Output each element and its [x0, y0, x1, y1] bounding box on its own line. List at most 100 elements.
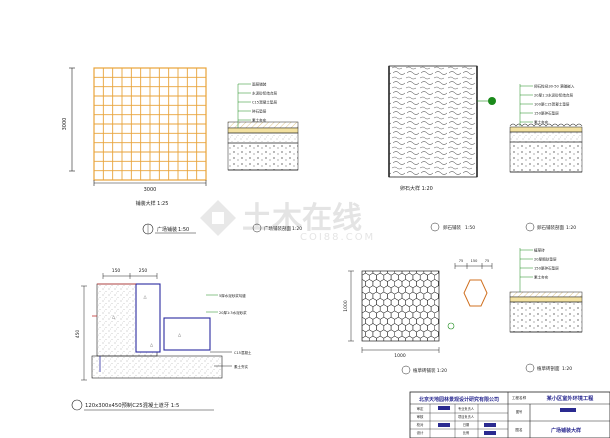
layer-label: 面层铺装: [252, 81, 267, 86]
svg-text:△: △: [150, 342, 154, 347]
layer-label: 素土夯实: [252, 117, 267, 122]
title-block-row-label: 审定: [417, 406, 424, 411]
curb-dim-top-1: 150: [112, 268, 121, 274]
hex-cell: [438, 280, 439, 287]
layer-label: 植草砖: [534, 247, 545, 252]
hex-cell: [362, 335, 370, 341]
hex-cell: [438, 318, 439, 325]
plan-b-caption: 卵石大样 1:20: [400, 185, 433, 192]
section-c-scale: 1:20: [562, 366, 572, 372]
layer-label: 20厚1:3水泥砂浆结合层: [534, 92, 574, 97]
section-b-title: 卵石铺装剖面 1:20: [525, 222, 576, 232]
plan-c-caption-text: 植草砖铺装 1:20: [413, 367, 447, 374]
hex-cell: [383, 335, 392, 341]
plan-c-callout-icon: [447, 322, 455, 330]
plan-b-title: 卵石铺装 1:50: [430, 222, 475, 232]
title-block: 北京天地园林景观设计研究有限公司 工程名称 某小区室外环境工程 图名 广场铺装大…: [409, 391, 610, 438]
title-block-drawing-title: 广场铺装大样: [551, 427, 581, 434]
plan-c-caption: 植草砖铺装 1:20: [401, 365, 447, 375]
plan-a-title: 广场铺装 1:50: [142, 223, 196, 235]
plan-a-height-dim: 3000: [62, 118, 68, 131]
hex-cell: [398, 335, 406, 341]
hex-cell: [442, 311, 449, 319]
hex-unit-dim-2: 150: [471, 259, 478, 263]
section-b-layer-labels: 卵石粒径30-50 满铺嵌入 20厚1:3水泥砂浆结合层 100厚C15混凝土垫层 1…: [520, 83, 575, 124]
plan-a-width-dim: 3000: [144, 187, 157, 193]
layer-label: 素土夯实: [534, 119, 549, 124]
title-block-project: 某小区室外环境工程: [547, 394, 595, 402]
watermark: 土木在线 COI88.COM: [200, 200, 373, 243]
title-block-drawing-label: 图名: [515, 427, 523, 432]
plan-b: 卵石大样 1:20 卵石铺装 1:50: [388, 65, 496, 232]
plan-c: 1000 1000 植草砖铺装 1:20 75 150 75: [343, 259, 493, 375]
hex-cell: [376, 335, 385, 341]
svg-text:△: △: [112, 314, 116, 319]
hex-unit-dim-3: 75: [485, 259, 489, 263]
layer-label: 150厚碎石垫层: [534, 265, 559, 270]
watermark-logo-icon: [200, 200, 236, 236]
section-b-title-text: 卵石铺装剖面: [537, 224, 564, 231]
curb-note-2: 20厚1:3水泥砂浆: [219, 310, 247, 315]
plan-c-hex-grid: [362, 271, 449, 341]
curb-caption: 120x300x450预制C25混凝土道牙 1:5: [71, 399, 214, 411]
curb-caption-text: 120x300x450预制C25混凝土道牙 1:5: [85, 401, 179, 409]
title-block-cell: 专业负责人: [458, 406, 475, 411]
hex-cell: [369, 335, 377, 341]
title-block-redacted-1: [438, 406, 450, 410]
hex-cell: [412, 335, 421, 341]
section-a-scale: 1:20: [292, 226, 302, 232]
hex-cell: [442, 286, 449, 294]
hex-cell: [438, 306, 439, 312]
section-c-title: 植草砖剖面 1:20: [525, 363, 572, 373]
curb-note-1: 5厚水泥砂浆勾缝: [219, 293, 246, 298]
title-block-row-label: 审核: [417, 414, 424, 419]
plan-a-dimensions: 3000 3000 铺装大样 1:25: [62, 67, 207, 207]
title-block-company: 北京天地园林景观设计研究有限公司: [419, 396, 499, 403]
plan-a-grid: [93, 67, 207, 181]
section-a-title: 广场铺装剖面 1:20: [252, 223, 302, 233]
title-block-cell: 项目负责人: [458, 414, 475, 419]
hex-cell: [419, 335, 428, 341]
hex-cell: [442, 298, 449, 306]
title-block-cell: 比例: [463, 430, 469, 435]
section-b: 卵石粒径30-50 满铺嵌入 20厚1:3水泥砂浆结合层 100厚C15混凝土垫层 1…: [509, 83, 583, 232]
plan-b-callout-icon: [488, 97, 496, 105]
curb-section: 150 250 450 △ △ △ △ 5厚水泥砂浆勾缝 20厚1:3水泥砂浆 …: [71, 268, 252, 411]
layer-label: 卵石粒径30-50 满铺嵌入: [534, 83, 575, 88]
hex-cell: [427, 335, 435, 341]
hex-cell: [405, 335, 414, 341]
section-a-title-text: 广场铺装剖面: [264, 225, 291, 232]
title-block-cell: 图号: [516, 409, 522, 414]
hex-cell: [442, 273, 449, 281]
layer-label: 150厚碎石垫层: [534, 110, 559, 115]
title-block-project-label: 工程名称: [512, 395, 527, 400]
svg-text:△: △: [178, 332, 182, 337]
title-block-redacted-5: [560, 408, 576, 412]
plan-a-caption: 铺装大样 1:25: [136, 200, 169, 207]
hex-cell: [434, 335, 439, 341]
layer-label: 水泥砂浆结合层: [252, 90, 278, 95]
curb-note-4: 素土夯实: [234, 364, 248, 369]
title-block-redacted-3: [484, 423, 496, 427]
title-block-row-label: 校对: [417, 422, 424, 427]
layer-label: C15混凝土垫层: [252, 99, 277, 104]
plan-b-title-text: 卵石铺装: [443, 224, 461, 231]
layer-label: 100厚C15混凝土垫层: [534, 101, 570, 106]
title-block-cell: 日期: [463, 422, 469, 427]
hex-cell: [390, 335, 399, 341]
hex-unit-dim-1: 75: [459, 259, 463, 263]
layer-label: 素土夯实: [534, 274, 549, 279]
curb-dim-top-2: 250: [139, 268, 148, 274]
plan-b-scale: 1:50: [465, 225, 475, 231]
svg-text:△: △: [143, 294, 147, 299]
layer-label: 碎石垫层: [252, 108, 267, 113]
hex-cell: [438, 331, 439, 337]
hex-cell: [438, 293, 439, 299]
